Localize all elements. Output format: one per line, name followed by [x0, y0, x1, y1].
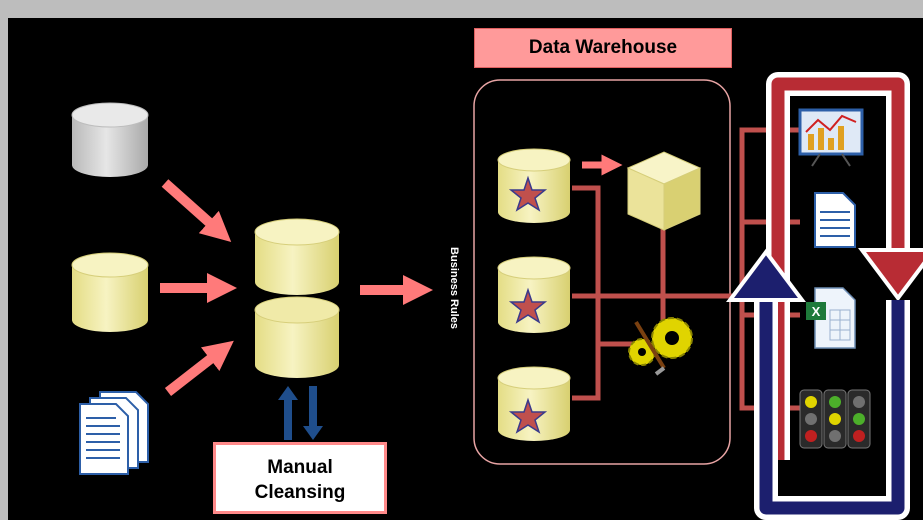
chart-report-icon [798, 108, 864, 167]
warehouse-container [473, 79, 731, 465]
arrow-grey-db-to-staging [161, 179, 232, 242]
up-down-arrows-icon [278, 386, 323, 440]
feedback-loop [726, 72, 923, 520]
top-banner [0, 0, 923, 18]
cleansing-line-2: Cleansing [254, 482, 346, 503]
warehouse-database-3 [497, 366, 571, 441]
staging-database [254, 218, 340, 378]
excel-icon: X [806, 287, 856, 349]
olap-cube-icon [626, 151, 702, 231]
source-database-grey [71, 102, 149, 177]
left-edge-strip [0, 18, 8, 520]
traffic-lights-icon [799, 389, 871, 449]
cleansing-line-1: Manual [267, 457, 333, 478]
document-icon [814, 192, 856, 248]
warehouse-database-1 [497, 148, 571, 223]
source-database-yellow [71, 252, 149, 332]
business-rules-label: Business Rules [448, 247, 460, 329]
warehouse-database-2 [497, 256, 571, 333]
source-documents [79, 391, 149, 475]
svg-text:X: X [812, 304, 821, 319]
manual-cleansing-box: Manual Cleansing [213, 442, 387, 514]
warehouse-title: Data Warehouse [474, 28, 732, 68]
arrow-documents-to-staging [164, 340, 234, 396]
gears-icon [628, 317, 693, 376]
